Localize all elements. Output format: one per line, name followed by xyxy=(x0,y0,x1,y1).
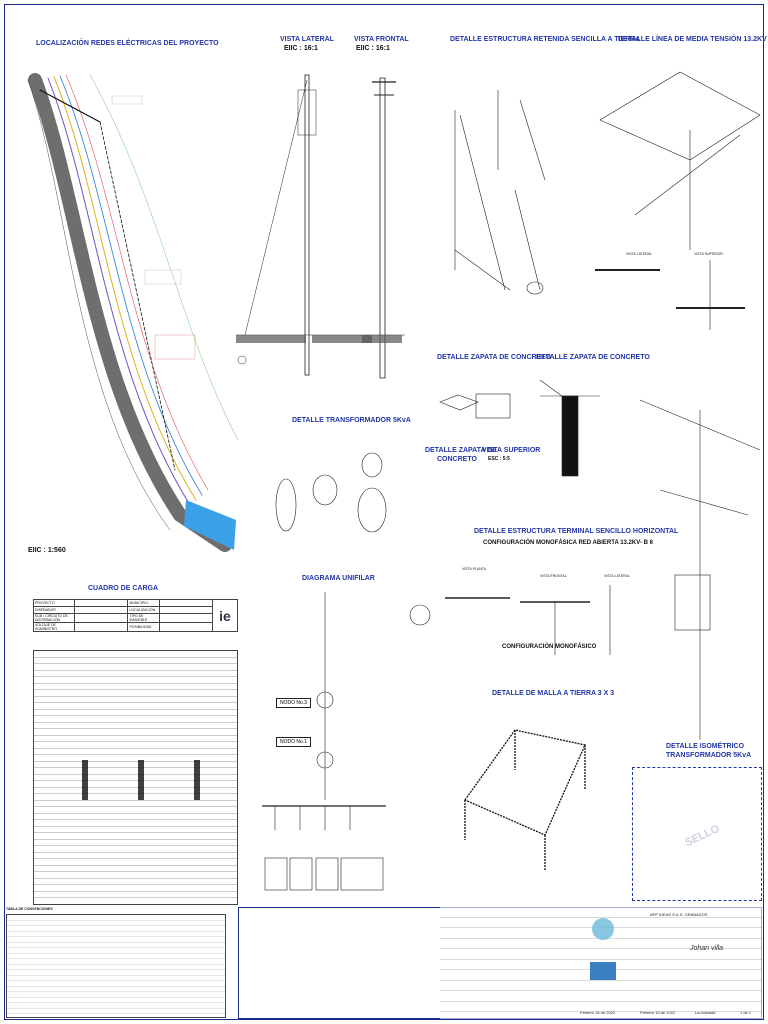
title-terminal-b: CONFIGURACIÓN MONOFÁSICA RED ABIERTA 13.… xyxy=(483,540,653,546)
firma: Johan villa xyxy=(690,945,724,952)
title-zapata-2: DETALLE ZAPATA DE CONCRETO xyxy=(536,354,650,361)
fecha-1: Febrero 15 de 2022 xyxy=(580,1010,616,1015)
title-zapata-3b: CONCRETO xyxy=(437,456,477,463)
title-config-mono: CONFIGURACIÓN MONOFÁSICO xyxy=(502,644,597,650)
isometrico-detail xyxy=(639,399,761,740)
hoja: 1 de 1 xyxy=(740,1010,752,1015)
title-cuadro-carga: CUADRO DE CARGA xyxy=(88,585,158,592)
title-vista-superior: VISTA SUPERIOR xyxy=(482,447,541,454)
title-vista-lateral: VISTA LATERAL xyxy=(280,36,334,43)
title-transformador: DETALLE TRANSFORMADOR 5KvA xyxy=(292,417,411,424)
escala: La indicada xyxy=(695,1010,716,1015)
zapata-detail xyxy=(439,379,600,477)
malla-tierra xyxy=(464,729,586,870)
title-isometrico-b: TRANSFORMADOR 5KvA xyxy=(666,752,752,759)
title-terminal-a: DETALLE ESTRUCTURA TERMINAL SENCILLO HOR… xyxy=(474,528,679,535)
title-localizacion: LOCALIZACIÓN REDES ELÉCTRICAS DEL PROYEC… xyxy=(36,40,219,47)
localizacion-map xyxy=(27,73,239,552)
scale-localizacion: EIIC : 1:560 xyxy=(28,547,66,554)
convenciones-title: TABLA DE CONVENCIONES xyxy=(6,907,53,911)
node-1: NODO No.1 xyxy=(276,737,311,747)
label-vista-superior-lm: VISTA SUPERIOR xyxy=(694,252,723,256)
poste-vista-frontal xyxy=(362,77,402,379)
label-vista-lateral-small: VISTA LATERAL xyxy=(604,574,630,578)
poste-vista-lateral xyxy=(236,74,405,376)
ie-logo: ie xyxy=(212,599,238,632)
title-malla: DETALLE DE MALLA A TIERRA 3 X 3 xyxy=(492,690,615,697)
scale-vista-frontal: EIIC : 16:1 xyxy=(356,45,390,52)
label-vista-planta: VISTA PLANTA xyxy=(462,567,486,571)
sello-box xyxy=(632,767,762,901)
scale-vista-superior: ESC : 5:5 xyxy=(488,456,510,462)
title-vista-frontal: VISTA FRONTAL xyxy=(354,36,409,43)
cuadro-dark-cells xyxy=(60,760,230,800)
node-3: NODO No.3 xyxy=(276,698,311,708)
transformador-detail xyxy=(275,452,387,533)
title-retenida: DETALLE ESTRUCTURA RETENIDA SENCILLA A T… xyxy=(450,36,641,43)
empresa-label: APP IDEAS S.A.S. GRANADOS xyxy=(650,912,708,917)
label-vista-lateral-lm: VISTA LATERAL xyxy=(626,252,652,256)
terminal-views xyxy=(409,585,611,655)
title-isometrico-a: DETALLE ISOMÉTRICO xyxy=(666,743,745,750)
title-diagrama-unifilar: DIAGRAMA UNIFILAR xyxy=(302,575,375,582)
company-logo xyxy=(592,918,614,940)
title-zapata-1: DETALLE ZAPATA DE CONCRETO xyxy=(437,354,551,361)
drawing-sheet xyxy=(4,4,764,1020)
label-vista-frontal-small: VISTA FRONTAL xyxy=(540,574,567,578)
company-logo-2 xyxy=(590,962,616,980)
retenida-detail xyxy=(454,90,546,295)
convenciones-table xyxy=(6,914,226,1018)
linea-media-detail xyxy=(595,71,761,330)
fecha-2: Febrero 15 de 2022 xyxy=(640,1010,676,1015)
title-zapata-3a: DETALLE ZAPATA DE xyxy=(425,447,497,454)
diagrama-unifilar xyxy=(262,592,386,891)
title-linea-media: DETALLE LÍNEA DE MEDIA TENSIÓN 13.2KV xyxy=(618,36,767,43)
scale-vista-lateral: EIIC : 16:1 xyxy=(284,45,318,52)
